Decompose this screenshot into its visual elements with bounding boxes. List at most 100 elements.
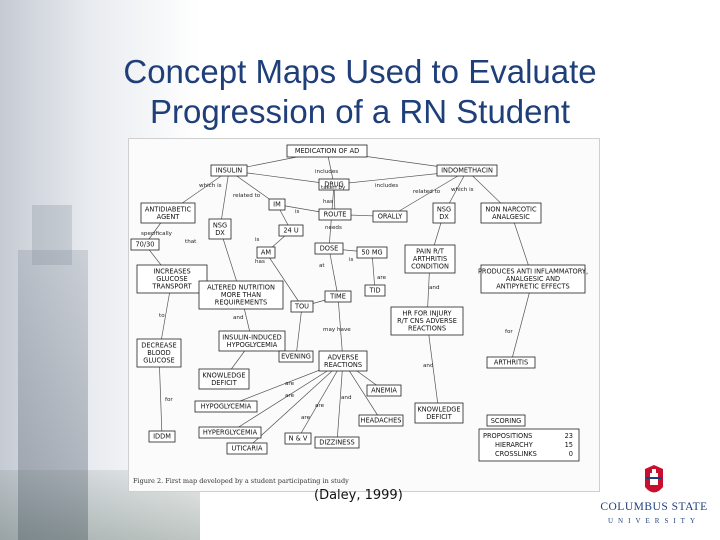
- scoring-table-box: [478, 428, 580, 462]
- concept-node-label: PAIN R/T: [416, 248, 445, 256]
- concept-node-drug: DRUG: [318, 178, 350, 191]
- concept-node-label: INSULIN: [216, 167, 243, 175]
- concept-node-label: UTICARIA: [232, 445, 263, 453]
- link-label: for: [505, 329, 513, 335]
- link-label: that: [185, 239, 197, 245]
- concept-node-label: 24 U: [283, 227, 298, 235]
- concept-node-box: [256, 246, 276, 259]
- link-label: taken by: [321, 185, 346, 191]
- concept-node-box: [436, 164, 498, 177]
- scoring-row-label: HIERARCHY: [495, 441, 534, 449]
- concept-node-box: [278, 350, 314, 363]
- concept-node-box: [136, 338, 182, 368]
- concept-node-box: [136, 264, 208, 294]
- link-label: are: [315, 403, 325, 409]
- concept-node-label: BLOOD: [147, 349, 170, 357]
- link-label: has: [255, 259, 265, 265]
- concept-link-adverse-urticaria: [246, 360, 344, 449]
- background-tower-top: [32, 205, 72, 265]
- concept-node-box: [198, 280, 284, 310]
- link-label: needs: [325, 225, 342, 231]
- link-label: and: [341, 395, 352, 401]
- scoring-title-box: [486, 414, 526, 427]
- link-label: related to: [413, 189, 441, 195]
- university-logo: COLUMBUS STATE UNIVERSITY: [598, 465, 710, 535]
- concept-node-box: [198, 426, 262, 439]
- concept-node-label: 50 MG: [361, 249, 382, 257]
- concept-node-label: TRANSPORT: [151, 283, 192, 291]
- concept-node-arthritis: ARTHRITIS: [486, 356, 536, 369]
- concept-node-box: [356, 246, 388, 259]
- concept-node-box: [284, 432, 312, 445]
- concept-node-box: [268, 198, 286, 211]
- concept-node-label: HYPOGLYCEMIA: [201, 403, 252, 411]
- concept-node-box: [486, 356, 536, 369]
- concept-node-box: [366, 384, 402, 397]
- concept-node-label: AM: [261, 249, 272, 257]
- concept-node-box: [218, 330, 286, 352]
- logo-subtitle: UNIVERSITY: [608, 517, 700, 525]
- concept-node-label: R/T CNS ADVERSE: [397, 317, 457, 325]
- concept-node-label: ROUTE: [324, 211, 347, 219]
- link-label: are: [285, 393, 295, 399]
- concept-link-adverse-nv: [297, 360, 344, 439]
- concept-node-label: HYPERGLYCEMIA: [203, 429, 258, 437]
- concept-node-label: REACTIONS: [408, 325, 446, 333]
- concept-node-label: DOSE: [320, 245, 339, 253]
- concept-node-label: DEFICIT: [426, 413, 453, 421]
- citation: (Daley, 1999): [314, 488, 403, 503]
- concept-link-adverse-dizziness: [336, 360, 344, 443]
- concept-node-tou: TOU: [290, 300, 314, 313]
- concept-node-box: [140, 202, 196, 224]
- concept-node-box: [290, 300, 314, 313]
- slide-title-line1: Concept Maps Used to Evaluate: [123, 53, 597, 90]
- concept-node-label: MORE THAN: [221, 291, 261, 299]
- concept-node-box: [226, 442, 268, 455]
- concept-node-box: [314, 436, 360, 449]
- link-label: which is: [199, 183, 222, 189]
- concept-node-label: DEFICIT: [211, 379, 238, 387]
- concept-node-n50mg: 50 MG: [356, 246, 388, 259]
- link-label: which is: [451, 187, 474, 193]
- concept-node-box: [210, 164, 248, 177]
- concept-node-box: [278, 224, 304, 237]
- concept-link-time-adverse: [337, 296, 344, 362]
- concept-node-label: EVENING: [281, 353, 311, 361]
- concept-node-time: TIME: [324, 290, 352, 303]
- concept-node-box: [318, 350, 368, 372]
- scoring-row-label: CROSSLINKS: [495, 450, 537, 458]
- concept-node-indo: INDOMETHACIN: [436, 164, 498, 177]
- concept-node-label: DECREASE: [141, 342, 176, 350]
- concept-node-label: TIME: [329, 293, 346, 301]
- concept-node-box: [324, 290, 352, 303]
- link-label: for: [165, 397, 173, 403]
- concept-node-label: ANALGESIC: [492, 213, 530, 221]
- slide-title: Concept Maps Used to Evaluate Progressio…: [60, 52, 660, 132]
- concept-node-dizziness: DIZZINESS: [314, 436, 360, 449]
- concept-link-indo-orally: [389, 170, 468, 217]
- figure-caption: Figure 2. First map developed by a stude…: [133, 477, 349, 485]
- link-label: to: [159, 313, 165, 319]
- concept-node-produces: PRODUCES ANTI INFLAMMATORY,ANALGESIC AND…: [478, 264, 588, 294]
- concept-node-box: [372, 210, 408, 223]
- concept-node-hyperglyc: HYPERGLYCEMIA: [198, 426, 262, 439]
- concept-node-box: [480, 264, 586, 294]
- concept-link-dose-time: [328, 248, 339, 297]
- logo-emblem-icon: [645, 465, 663, 493]
- concept-node-box: [148, 430, 176, 443]
- concept-node-anemia: ANEMIA: [366, 384, 402, 397]
- concept-node-box: [318, 178, 350, 191]
- concept-node-label: HEADACHES: [361, 417, 402, 425]
- concept-node-label: REQUIREMENTS: [215, 299, 267, 307]
- link-label: and: [423, 363, 434, 369]
- concept-node-box: [286, 144, 368, 158]
